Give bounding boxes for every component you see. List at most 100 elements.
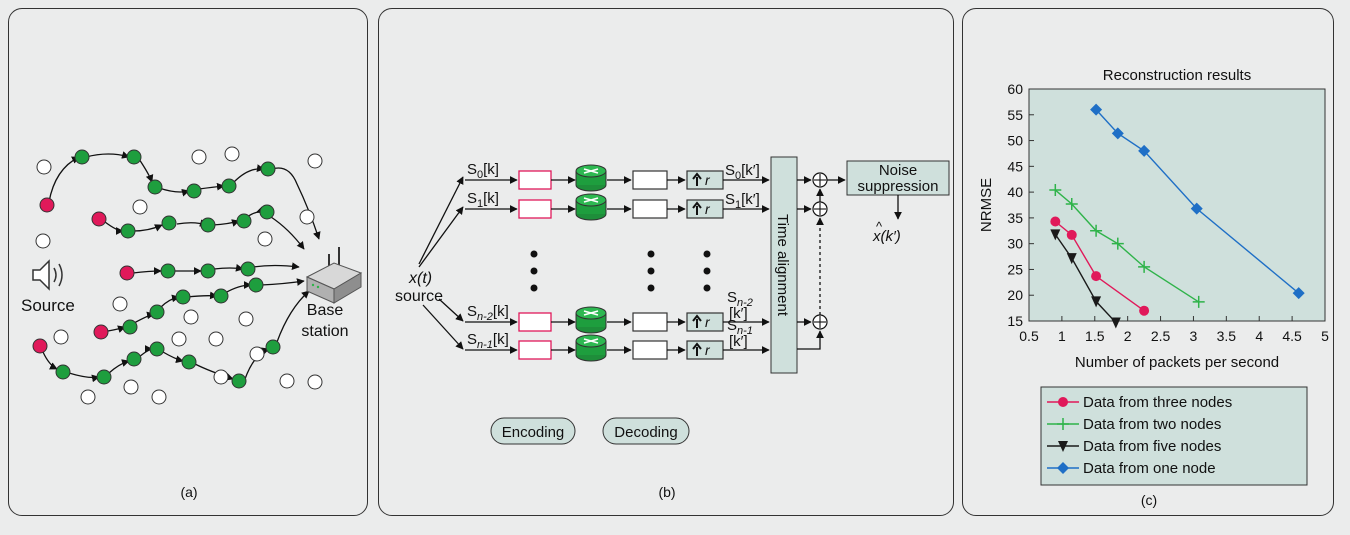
relay-nodes — [55, 149, 281, 389]
y-tick-label: 30 — [1007, 236, 1023, 252]
noise-label-1: Noise — [879, 162, 917, 179]
channel-input-label: S0[k] — [467, 161, 499, 181]
channel-input-label: Sn-2[k] — [467, 303, 509, 323]
data-point — [1066, 229, 1077, 240]
channel-output-label: S1[k′] — [725, 191, 760, 211]
output-hat: ^ — [876, 219, 883, 234]
channel-output-suffix: [k′] — [729, 305, 748, 322]
data-point — [1138, 144, 1151, 157]
up-arrow-icon — [692, 342, 702, 356]
caption-b: (b) — [658, 484, 675, 500]
base-station-label-2: station — [301, 323, 348, 340]
decoding-pill — [602, 417, 690, 445]
x-tick-label: 4 — [1255, 328, 1263, 344]
data-point — [1050, 216, 1061, 227]
legend-label: Data from two nodes — [1083, 416, 1221, 433]
channel-row: S1[k] r S1[k′] — [465, 190, 770, 221]
sum-crosses — [814, 174, 826, 328]
data-point — [1066, 253, 1077, 265]
data-point — [1111, 127, 1124, 140]
legend-marker — [1058, 441, 1068, 452]
data-point — [1090, 103, 1103, 116]
legend-marker — [1058, 397, 1068, 407]
decoding-label: Decoding — [614, 424, 677, 441]
encoder-box — [518, 199, 552, 219]
channel-output-label: S0[k′] — [725, 162, 760, 182]
data-point — [1091, 271, 1102, 282]
up-arrow-icon — [692, 201, 702, 215]
x-tick-label: 2 — [1124, 328, 1132, 344]
y-tick-label: 50 — [1007, 133, 1023, 149]
legend-marker — [1057, 462, 1069, 474]
series-group — [1049, 184, 1205, 308]
input-label-source: source — [395, 288, 443, 305]
encoder-box — [518, 170, 552, 190]
router-icon — [575, 334, 607, 362]
time-alignment-block — [770, 156, 798, 374]
x-tick-label: 3 — [1190, 328, 1198, 344]
up-arrow-icon — [692, 314, 702, 328]
channel-output-label: Sn-2 — [727, 289, 753, 309]
data-point — [1091, 296, 1102, 308]
output-label: x(k′) — [872, 228, 901, 245]
reconstruction-chart: Reconstruction results Number of packets… — [978, 67, 1329, 508]
channel-input-label: S1[k] — [467, 190, 499, 210]
router-icon — [575, 306, 607, 334]
series-line — [1054, 220, 1145, 312]
series-group — [1050, 216, 1150, 316]
decoder-box — [632, 340, 668, 360]
encoder-box — [518, 340, 552, 360]
x-tick-label: 5 — [1321, 328, 1329, 344]
decoder-box — [632, 312, 668, 332]
base-station-label-1: Base — [307, 302, 344, 319]
noise-label-2: suppression — [858, 178, 939, 195]
panel-a-network: Source Base station (a) — [8, 8, 368, 516]
plot-area — [1028, 88, 1326, 322]
y-tick-label: 35 — [1007, 210, 1023, 226]
encoding-pill — [490, 417, 576, 445]
legend-label: Data from three nodes — [1083, 394, 1232, 411]
data-point — [1065, 197, 1078, 210]
series-line — [1054, 189, 1200, 303]
time-alignment-label: Time alignment — [774, 214, 791, 317]
input-label-xt: x(t) — [408, 270, 432, 287]
series-line — [1054, 233, 1117, 324]
y-tick-label: 60 — [1007, 81, 1023, 97]
y-axis-label: NRMSE — [978, 178, 995, 232]
legend-marker — [1057, 418, 1069, 430]
x-tick-label: 3.5 — [1217, 328, 1237, 344]
legend-entry: Data from two nodes — [1047, 416, 1221, 433]
legend-entry: Data from one node — [1047, 460, 1216, 477]
sum-links — [797, 176, 846, 350]
data-point — [1049, 184, 1062, 197]
speaker-icon — [32, 259, 63, 291]
channel-output-suffix: [k′] — [729, 333, 748, 350]
caption-c: (c) — [1141, 492, 1157, 508]
caption-a: (a) — [180, 484, 197, 500]
encoder-box — [518, 312, 552, 332]
x-tick-label: 0.5 — [1019, 328, 1039, 344]
x-axis-label: Number of packets per second — [1075, 354, 1279, 371]
y-tick-label: 45 — [1007, 158, 1023, 174]
channel-row: Sn-2[k] r Sn-2[k′] — [465, 289, 770, 334]
y-tick-label: 15 — [1007, 313, 1023, 329]
data-point — [1050, 229, 1061, 241]
upsample-label: r — [705, 314, 711, 330]
upsample-label: r — [705, 201, 711, 217]
noise-suppression-block — [846, 160, 950, 196]
y-tick-label: 25 — [1007, 261, 1023, 277]
data-point — [1139, 305, 1150, 316]
fanout-arrows — [418, 176, 464, 350]
legend-label: Data from one node — [1083, 460, 1216, 477]
legend — [1040, 386, 1308, 486]
source-label: Source — [21, 296, 75, 315]
panel-c-chart: Reconstruction results Number of packets… — [962, 8, 1334, 516]
data-point — [1111, 237, 1124, 250]
x-tick-label: 4.5 — [1282, 328, 1302, 344]
data-point — [1190, 202, 1203, 215]
router-icon — [305, 247, 363, 304]
router-icon — [575, 164, 607, 192]
data-point — [1192, 295, 1205, 308]
